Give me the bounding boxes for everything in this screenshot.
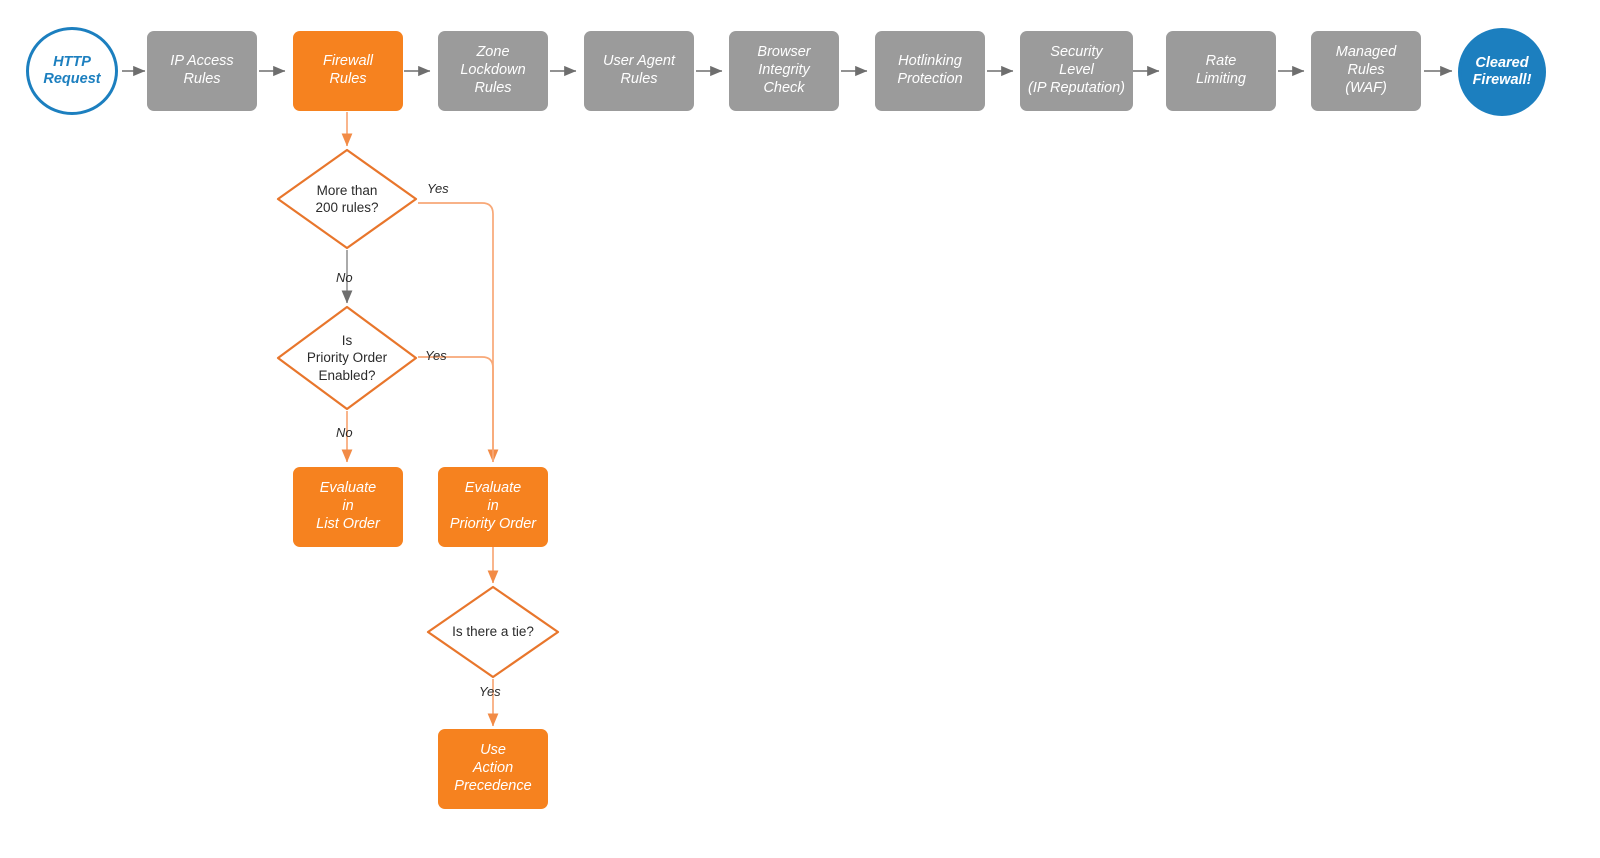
node-zone-lockdown-rules[interactable]: Zone Lockdown Rules — [438, 31, 548, 111]
node-security-level-label: Security Level (IP Reputation) — [1028, 44, 1125, 96]
edge-morerules-yes-to-priorityorder — [418, 202, 499, 463]
node-ip-access-rules[interactable]: IP Access Rules — [147, 31, 257, 111]
decision-priority-order-enabled[interactable]: Is Priority Order Enabled? — [275, 304, 419, 412]
node-rate-limiting[interactable]: Rate Limiting — [1166, 31, 1276, 111]
edge-label-more-rules-yes: Yes — [427, 181, 449, 196]
node-evaluate-in-priority-order[interactable]: Evaluate in Priority Order — [438, 467, 548, 547]
node-http-request-label: HTTP Request — [43, 53, 101, 87]
node-http-request[interactable]: HTTP Request — [26, 27, 118, 115]
node-rate-limiting-label: Rate Limiting — [1196, 53, 1246, 87]
node-firewall-rules[interactable]: Firewall Rules — [293, 31, 403, 111]
node-security-level[interactable]: Security Level (IP Reputation) — [1020, 31, 1133, 111]
node-evaluate-in-list-order-label: Evaluate in List Order — [316, 480, 380, 532]
decision-more-than-200-rules-label: More than 200 rules? — [315, 182, 379, 215]
node-use-action-precedence-label: Use Action Precedence — [454, 742, 532, 794]
decision-priority-order-enabled-label: Is Priority Order Enabled? — [306, 333, 388, 383]
node-ip-access-rules-label: IP Access Rules — [170, 53, 234, 87]
diamond-shape-priority-order — [276, 305, 418, 411]
node-use-action-precedence[interactable]: Use Action Precedence — [438, 729, 548, 809]
edge-label-priority-no: No — [336, 425, 353, 440]
decision-is-there-a-tie[interactable]: Is there a tie? — [425, 584, 561, 680]
node-cleared-firewall-label: Cleared Firewall! — [1472, 54, 1532, 88]
node-user-agent-rules[interactable]: User Agent Rules — [584, 31, 694, 111]
node-evaluate-in-priority-order-label: Evaluate in Priority Order — [449, 480, 537, 532]
decision-more-than-200-rules[interactable]: More than 200 rules? — [275, 147, 419, 251]
diamond-shape-is-there-a-tie — [426, 585, 560, 679]
node-hotlinking-protection-label: Hotlinking Protection — [897, 53, 963, 87]
node-hotlinking-protection[interactable]: Hotlinking Protection — [875, 31, 985, 111]
node-firewall-rules-label: Firewall Rules — [323, 53, 373, 87]
node-browser-integrity-check-label: Browser Integrity Check — [757, 44, 811, 96]
node-browser-integrity-check[interactable]: Browser Integrity Check — [729, 31, 839, 111]
decision-is-there-a-tie-label: Is there a tie? — [452, 624, 534, 640]
edge-label-tie-yes: Yes — [479, 684, 501, 699]
edge-priority-yes-merge — [418, 356, 494, 462]
node-user-agent-rules-label: User Agent Rules — [603, 53, 675, 87]
node-managed-rules-waf-label: Managed Rules (WAF) — [1335, 44, 1397, 96]
node-managed-rules-waf[interactable]: Managed Rules (WAF) — [1311, 31, 1421, 111]
node-cleared-firewall[interactable]: Cleared Firewall! — [1458, 28, 1546, 116]
edge-label-priority-yes: Yes — [425, 348, 447, 363]
node-evaluate-in-list-order[interactable]: Evaluate in List Order — [293, 467, 403, 547]
diamond-shape-more-rules — [276, 148, 418, 250]
edge-label-more-rules-no: No — [336, 270, 353, 285]
node-zone-lockdown-rules-label: Zone Lockdown Rules — [460, 44, 526, 96]
